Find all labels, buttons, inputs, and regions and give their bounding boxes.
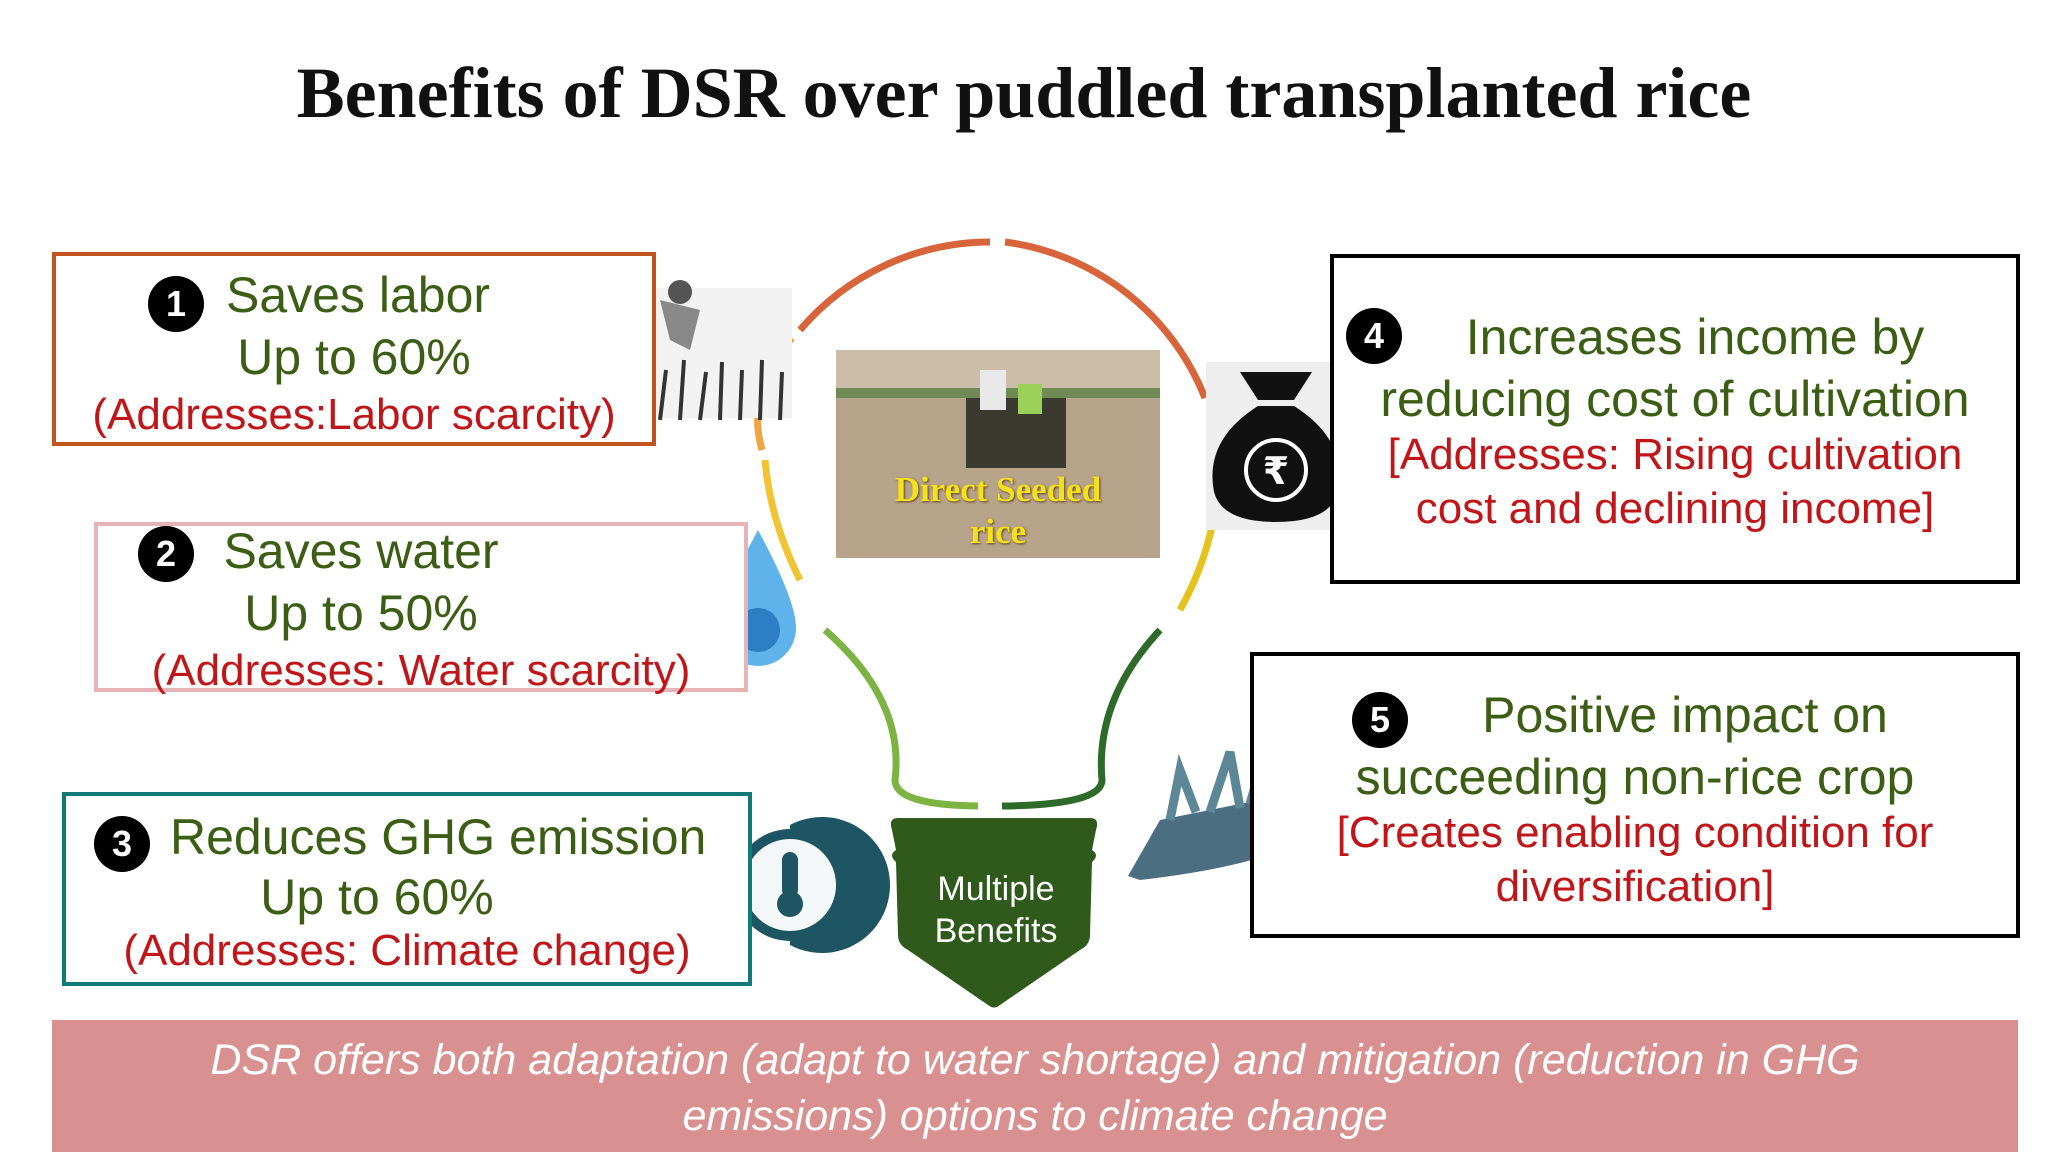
photo-caption-line-1: Direct Seeded <box>894 470 1102 509</box>
summary-banner: DSR offers both adaptation (adapt to wat… <box>52 1020 2018 1152</box>
summary-line-2: emissions) options to climate change <box>682 1092 1388 1140</box>
photo-bg <box>836 350 1160 558</box>
benefit-4-line-1: Increases income by <box>1465 309 1925 365</box>
benefit-number-5: 5 <box>1352 692 1408 748</box>
benefit-box-5: 5 Positive impact on succeeding non-rice… <box>1250 652 2020 938</box>
benefit-box-1: 1 Saves labor Up to 60% (Addresses:Labor… <box>52 252 656 446</box>
benefit-1-addresses: (Addresses:Labor scarcity) <box>92 390 616 439</box>
benefit-5-addresses-1: [Creates enabling condition for <box>1336 808 1934 857</box>
rupee-money-bag-icon: ₹ <box>1206 362 1346 530</box>
benefit-3-addresses: (Addresses: Climate change) <box>123 926 691 975</box>
direct-seeded-rice-photo: Direct Seeded rice <box>836 350 1160 558</box>
benefit-box-4: 4 Increases income by reducing cost of c… <box>1330 254 2020 584</box>
summary-line-1: DSR offers both adaptation (adapt to wat… <box>210 1036 1860 1084</box>
benefit-5-line-2: succeeding non-rice crop <box>1355 749 1915 805</box>
benefit-1-title: Saves labor <box>226 267 491 323</box>
benefit-2-value: Up to 50% <box>244 585 478 641</box>
svg-text:₹: ₹ <box>1263 449 1289 493</box>
benefit-4-addresses-1: [Addresses: Rising cultivation <box>1387 430 1963 479</box>
benefit-1-value: Up to 60% <box>237 329 471 385</box>
benefit-2-addresses: (Addresses: Water scarcity) <box>151 646 691 695</box>
benefit-box-3: 3 Reduces GHG emission Up to 60% (Addres… <box>62 792 752 986</box>
page-title: Benefits of DSR over puddled transplante… <box>296 53 1752 133</box>
benefit-3-value: Up to 60% <box>260 869 494 925</box>
benefit-number-1: 1 <box>148 276 204 332</box>
benefit-4-line-2: reducing cost of cultivation <box>1380 371 1970 427</box>
benefit-number-4: 4 <box>1346 308 1402 364</box>
benefit-number-2: 2 <box>138 526 194 582</box>
benefit-5-addresses-2: diversification] <box>1495 862 1775 911</box>
base-label-line-2: Benefits <box>934 912 1058 950</box>
benefit-2-title: Saves water <box>223 523 499 579</box>
benefit-5-line-1: Positive impact on <box>1482 687 1888 743</box>
farmer-transplanting-icon <box>632 280 792 421</box>
benefit-4-addresses-2: cost and declining income] <box>1415 484 1935 533</box>
benefit-box-2: 2 Saves water Up to 50% (Addresses: Wate… <box>94 522 748 695</box>
photo-caption-line-2: rice <box>969 512 1027 551</box>
bulb-base <box>890 818 1098 1008</box>
multiple-benefits-label: Multiple Benefits <box>880 868 1112 952</box>
benefit-3-title: Reduces GHG emission <box>170 809 707 865</box>
benefit-number-3: 3 <box>94 816 150 872</box>
base-label-line-1: Multiple <box>937 870 1055 908</box>
thermometer-pin-icon <box>734 817 891 985</box>
